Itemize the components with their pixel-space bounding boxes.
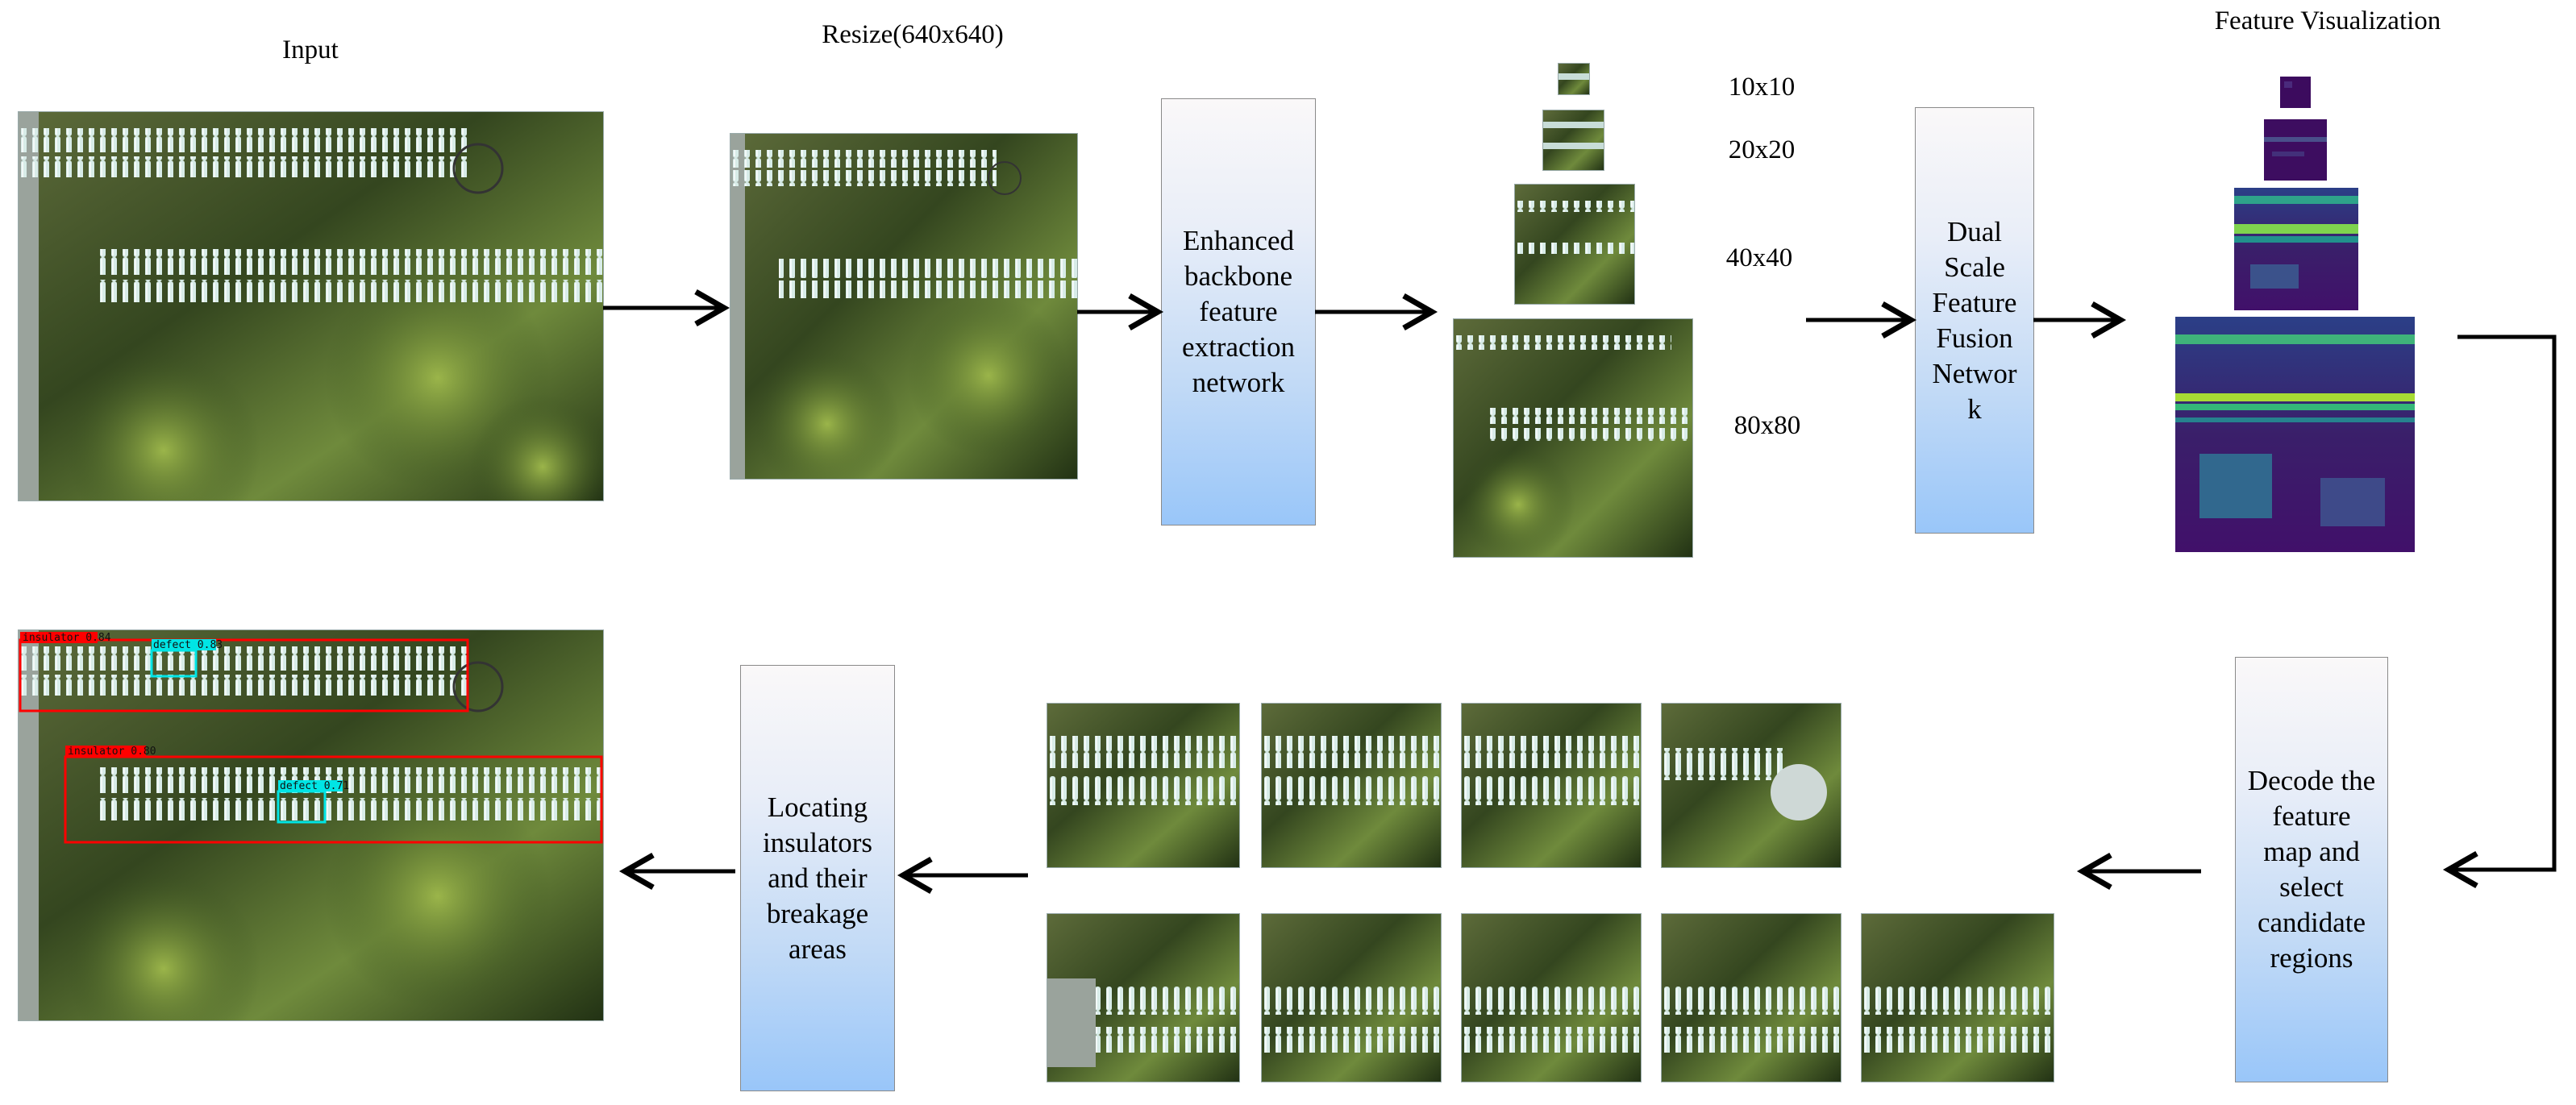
candidate-region [1261,913,1442,1082]
input-label: Input [282,35,339,64]
candidate-region [1047,913,1240,1082]
locate-stage-text: Locating insulators and their breakage a… [762,791,873,965]
arrow-visualization-to-decode [2442,334,2557,889]
detection-label: insulator 0.80 [68,746,156,758]
decode-stage-text: Decode the feature map and select candid… [2247,765,2376,974]
locate-stage-box: Locating insulators and their breakage a… [740,665,895,1091]
candidate-region [1861,913,2054,1082]
backbone-stage-box: Enhanced backbone feature extraction net… [1161,98,1316,525]
fusion-stage-text: Dual Scale Feature Fusion Networ k [1932,215,2017,425]
feature-map-10 [1558,63,1590,95]
viz-map-20 [2264,119,2327,181]
candidate-region [1661,703,1841,868]
insulator-box [19,638,469,712]
candidate-region [1047,703,1240,868]
backbone-stage-text: Enhanced backbone feature extraction net… [1182,225,1295,398]
candidate-region [1661,913,1841,1082]
scale-label-40: 40x40 [1725,243,1793,272]
scale-label-20: 20x20 [1728,135,1796,164]
viz-map-40 [2234,188,2358,310]
feature-map-20 [1542,110,1604,171]
input-image [18,111,604,501]
resize-label: Resize(640x640) [822,20,1004,49]
output-detection-image: insulator 0.84 defect 0.83 insulator 0.8… [18,629,604,1021]
viz-map-80 [2175,317,2415,552]
candidate-region [1461,913,1642,1082]
feature-visualization-label: Feature Visualization [2214,6,2441,35]
viz-map-10 [2280,77,2311,108]
detection-label: defect 0.83 [153,639,223,651]
candidate-region [1261,703,1442,868]
feature-map-80 [1453,318,1693,558]
candidate-region [1461,703,1642,868]
resized-image [730,133,1078,480]
detection-label: insulator 0.84 [23,632,111,644]
detection-label: defect 0.71 [280,780,349,792]
decode-stage-box: Decode the feature map and select candid… [2235,657,2388,1082]
feature-map-40 [1514,184,1635,305]
insulator-box [64,755,603,844]
scale-label-10: 10x10 [1728,73,1796,102]
scale-label-80: 80x80 [1733,411,1801,440]
fusion-stage-box: Dual Scale Feature Fusion Networ k [1915,107,2034,534]
